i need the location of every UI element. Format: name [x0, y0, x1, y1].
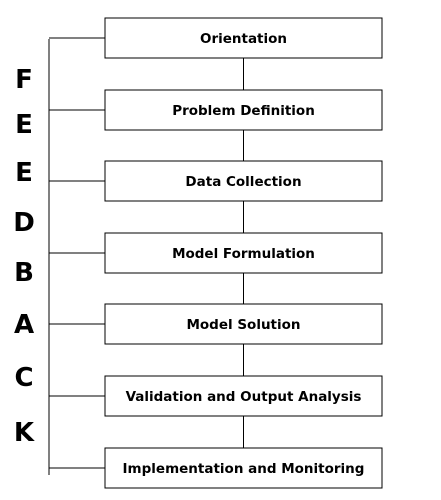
stage-box	[104, 17, 383, 59]
feedback-letter: E	[15, 110, 33, 140]
stage-orientation: Orientation	[104, 17, 383, 59]
feedback-branches	[49, 37, 105, 469]
stage-validation-and-output-analysis: Validation and Output Analysis	[104, 375, 383, 417]
stage-label: Model Formulation	[172, 246, 315, 262]
stage-implementation-and-monitoring: Implementation and Monitoring	[104, 447, 383, 489]
feedback-letter: A	[14, 310, 34, 340]
feedback-letter: K	[14, 418, 35, 448]
stage-label: Model Solution	[186, 317, 300, 333]
stage-box	[104, 375, 383, 417]
stage-model-formulation: Model Formulation	[104, 232, 383, 274]
feedback-letters: F E E D B A C K	[13, 65, 35, 448]
stage-box	[104, 89, 383, 131]
stage-label: Validation and Output Analysis	[126, 389, 362, 405]
feedback-letter: C	[14, 363, 33, 393]
stage-label: Orientation	[200, 31, 287, 47]
stage-label: Problem Definition	[172, 103, 315, 119]
stage-box	[104, 232, 383, 274]
stage-label: Implementation and Monitoring	[123, 461, 365, 477]
feedback-letter: F	[15, 65, 33, 95]
stage-box	[104, 303, 383, 345]
stage-label: Data Collection	[185, 174, 301, 190]
stage-box	[104, 447, 383, 489]
feedback-letter: B	[14, 258, 34, 288]
stage-data-collection: Data Collection	[104, 160, 383, 202]
feedback-letter: E	[15, 158, 33, 188]
stage-model-solution: Model Solution	[104, 303, 383, 345]
feedback-letter: D	[13, 208, 35, 238]
stage-box	[104, 160, 383, 202]
stage-problem-definition: Problem Definition	[104, 89, 383, 131]
